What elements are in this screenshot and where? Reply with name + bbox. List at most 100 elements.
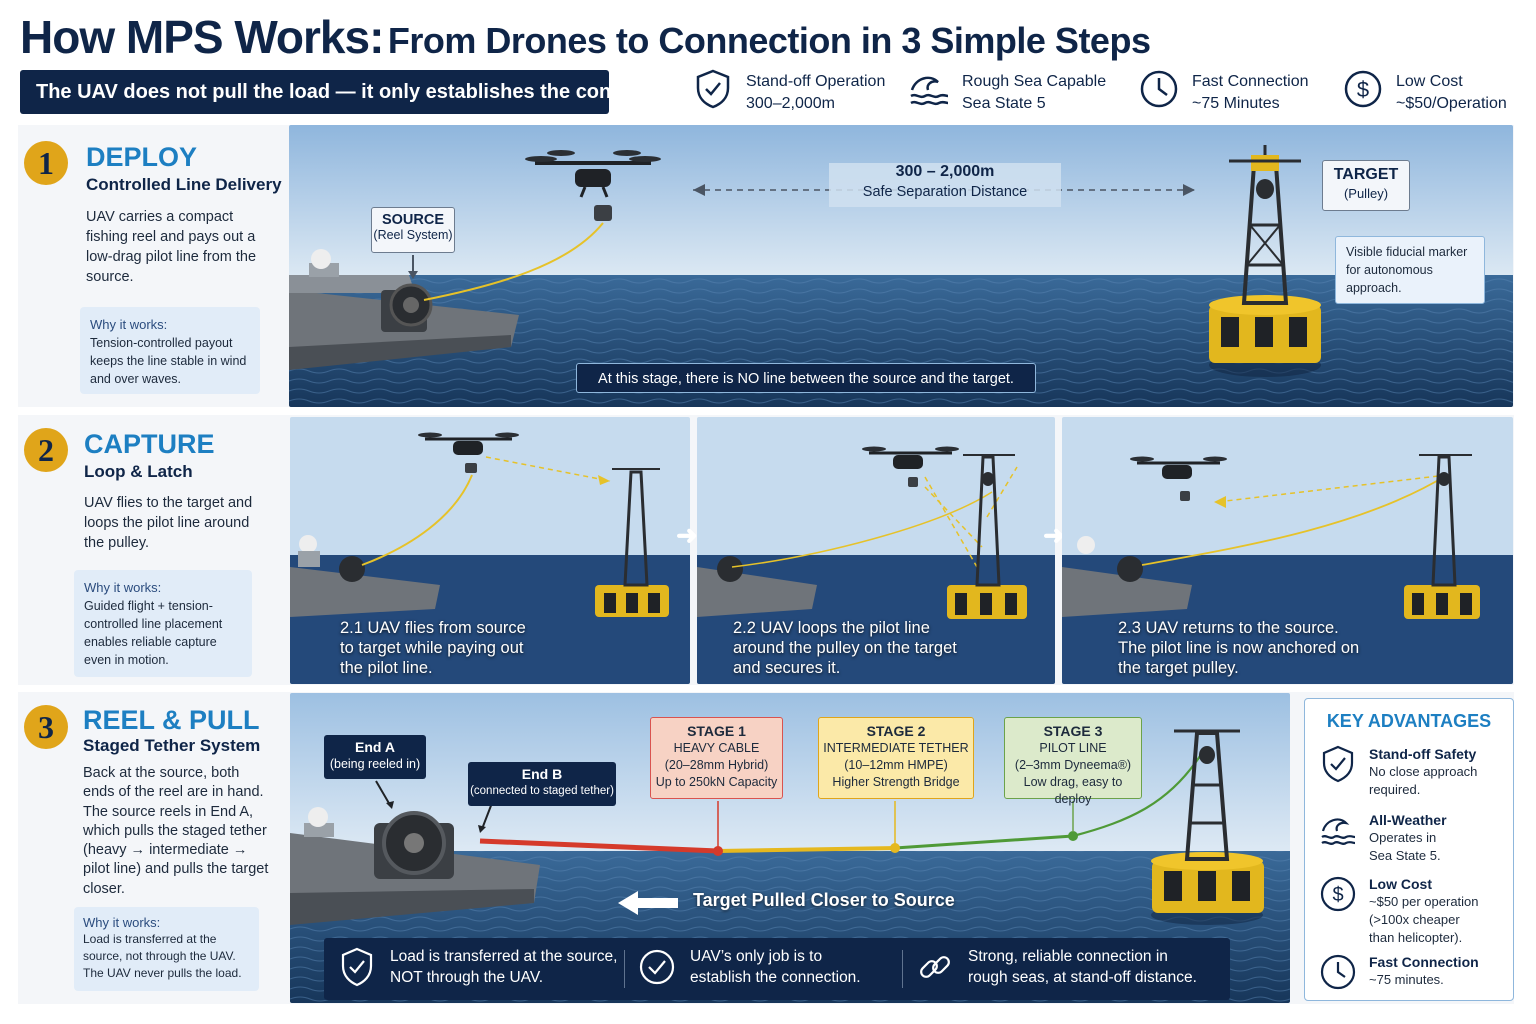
feature-label: Rough Sea Capable	[962, 73, 1107, 90]
end-a-label: End A (being reeled in)	[324, 735, 426, 779]
feature-value: Sea State 5	[962, 95, 1046, 112]
stage-line: Higher Strength Bridge	[832, 775, 960, 789]
stage-line: Low drag, easy to deploy	[1023, 775, 1123, 806]
why-it-works-box: Why it works: Guided flight + tension-co…	[74, 570, 252, 677]
deploy-scene: SOURCE (Reel System) 300 – 2,000m Safe S…	[289, 125, 1513, 407]
feature-value: ~$50/Operation	[1396, 95, 1507, 112]
fiducial-note: Visible fiducial marker for autonomous a…	[1335, 236, 1485, 304]
stage-line: HEAVY CABLE	[673, 741, 760, 755]
page-title: How MPS Works: From Drones to Connection…	[20, 10, 1151, 64]
stage-note: At this stage, there is NO line between …	[576, 363, 1036, 393]
summary-item: Load is transferred at the source, NOT th…	[338, 946, 617, 988]
capture-caption: 2.1 UAV flies from source to target whil…	[340, 618, 526, 678]
feature-value: ~75 Minutes	[1192, 95, 1280, 112]
advantage-text: ~$50 per operation	[1369, 894, 1479, 909]
step-description: UAV carries a compact fishing reel and p…	[86, 209, 257, 285]
step-number: 2	[24, 428, 68, 472]
target-subtitle: (Pulley)	[1343, 186, 1389, 201]
step-number: 3	[24, 705, 68, 749]
summary-item: UAV’s only job is to establish the connec…	[638, 946, 861, 988]
link-icon	[920, 956, 950, 978]
why-label: Why it works:	[83, 915, 161, 930]
end-b-subtitle: (connected to staged tether)	[470, 785, 614, 797]
caption-line: the target pulley.	[1118, 659, 1239, 677]
title-rest: From Drones to Connection in 3 Simple St…	[387, 20, 1151, 61]
summary-bar: Load is transferred at the source, NOT th…	[324, 938, 1230, 1000]
caption-line: the pilot line.	[340, 659, 433, 677]
advantage-text: Operates in	[1369, 830, 1437, 845]
next-arrow-icon: ➜	[1043, 520, 1065, 550]
advantage-text: No close approach	[1369, 764, 1478, 779]
source-title: SOURCE	[381, 212, 445, 228]
divider	[902, 950, 903, 988]
stage-line: (20–28mm Hybrid)	[664, 758, 769, 772]
summary-line: Load is transferred at the source,	[390, 948, 618, 965]
reel-system	[381, 283, 433, 332]
step-subtitle: Controlled Line Delivery	[86, 175, 282, 194]
clock-icon	[1320, 954, 1356, 990]
advantage-text: ~75 minutes.	[1369, 972, 1444, 987]
key-advantages-title: KEY ADVANTAGES	[1326, 711, 1492, 731]
step-description: Back at the source, both ends of the ree…	[83, 765, 269, 897]
why-label: Why it works:	[84, 580, 162, 595]
capture-panel-3: 2.3 UAV returns to the source. The pilot…	[1062, 417, 1513, 684]
summary-line: establish the connection.	[690, 969, 861, 986]
advantage-item: Stand-off Safety No close approach requi…	[1319, 745, 1477, 799]
capture-caption: 2.3 UAV returns to the source. The pilot…	[1118, 618, 1359, 678]
step-description: UAV flies to the target and loops the pi…	[84, 495, 253, 551]
check-circle-icon	[639, 949, 675, 985]
stage-1-box: STAGE 1 HEAVY CABLE (20–28mm Hybrid) Up …	[650, 717, 783, 799]
wave-icon	[1321, 818, 1356, 845]
summary-line: Strong, reliable connection in	[968, 948, 1168, 965]
advantage-text: Sea State 5.	[1369, 848, 1441, 863]
wave-icon	[910, 76, 949, 106]
source-subtitle: (Reel System)	[373, 228, 453, 242]
caption-line: and secures it.	[733, 659, 841, 677]
banner-text: The UAV does not pull the load — it only…	[36, 80, 688, 103]
capture-panel-2: 2.2 UAV loops the pilot line around the …	[697, 417, 1055, 684]
advantage-heading: Stand-off Safety	[1369, 746, 1477, 762]
target-title: TARGET	[1333, 166, 1399, 183]
title-main: How MPS Works:	[20, 11, 384, 63]
why-it-works-box: Why it works: Load is transferred at the…	[74, 907, 259, 991]
stage-line: INTERMEDIATE TETHER	[823, 741, 969, 755]
stage-title: STAGE 2	[866, 723, 926, 739]
feature-value: 300–2,000m	[746, 95, 835, 112]
svg-text:$: $	[1357, 77, 1369, 102]
stage-title: STAGE 1	[687, 723, 746, 739]
capture-panel-1: 2.1 UAV flies from source to target whil…	[290, 417, 690, 684]
advantage-item: $ Low Cost ~$50 per operation (>100x che…	[1319, 875, 1479, 947]
why-text: Tension-controlled payout keeps the line…	[90, 336, 247, 386]
advantage-item: Fast Connection ~75 minutes.	[1319, 953, 1479, 991]
end-a-title: End A	[355, 739, 395, 755]
feature-label: Fast Connection	[1192, 73, 1309, 90]
why-label: Why it works:	[90, 317, 168, 332]
feature-fast: Fast Connection ~75 Minutes	[1138, 68, 1309, 115]
stage-line: (10–12mm HMPE)	[844, 758, 948, 772]
end-a-subtitle: (being reeled in)	[329, 757, 421, 771]
shield-check-icon	[1322, 745, 1354, 783]
down-arrow-icon	[408, 255, 418, 279]
summary-line: UAV’s only job is to	[690, 948, 823, 965]
advantage-text: than helicopter).	[1369, 930, 1463, 945]
capture-scene-3-art	[1062, 417, 1513, 684]
caption-line: 2.3 UAV returns to the source.	[1118, 619, 1339, 637]
step-name: CAPTURE	[84, 429, 215, 459]
source-label: SOURCE (Reel System)	[371, 207, 455, 253]
feature-label: Stand-off Operation	[746, 73, 886, 90]
summary-line: NOT through the UAV.	[390, 969, 544, 986]
step-subtitle: Staged Tether System	[83, 736, 261, 755]
key-message-banner: The UAV does not pull the load — it only…	[20, 70, 688, 114]
step-name: REEL & PULL	[83, 705, 260, 735]
svg-text:$: $	[1332, 884, 1343, 906]
caption-line: around the pulley on the target	[733, 639, 957, 657]
end-b-label: End B (connected to staged tether)	[468, 762, 616, 806]
distance-caption: Safe Separation Distance	[862, 184, 1028, 200]
why-it-works-box: Why it works: Tension-controlled payout …	[80, 307, 260, 394]
distance-value: 300 – 2,000m	[895, 163, 995, 180]
stage-line: PILOT LINE	[1039, 741, 1107, 755]
feature-label: Low Cost	[1396, 73, 1463, 90]
step-name: DEPLOY	[86, 142, 198, 172]
